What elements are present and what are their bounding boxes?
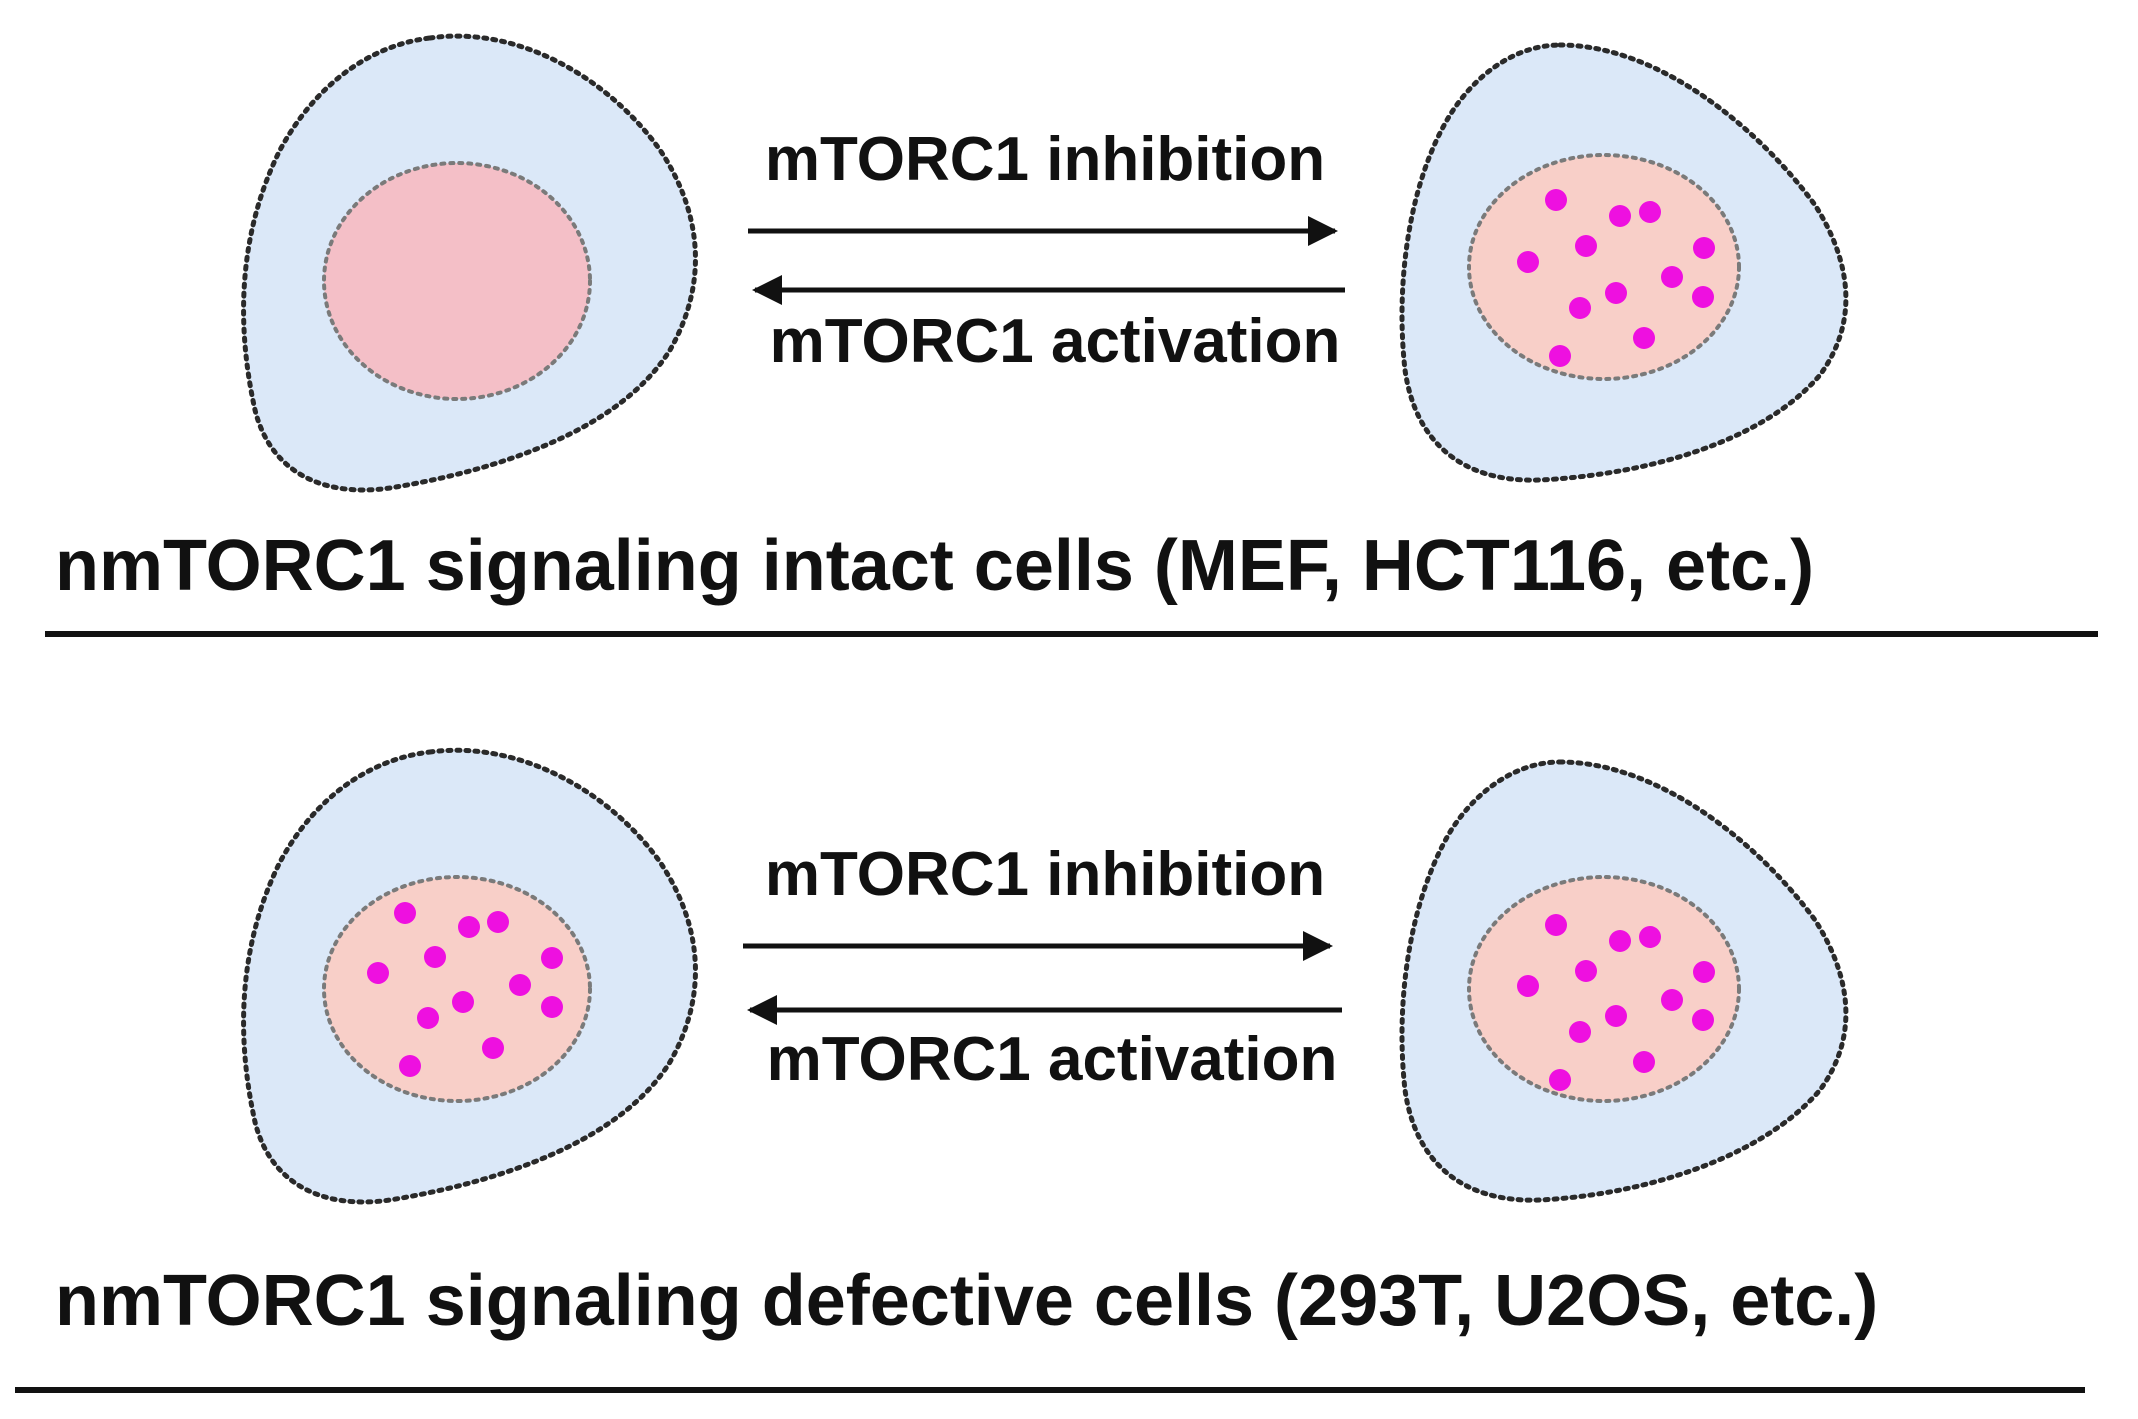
punctum <box>458 916 480 938</box>
punctum <box>452 991 474 1013</box>
punctum <box>487 911 509 933</box>
punctum <box>1605 282 1627 304</box>
punctum <box>1639 926 1661 948</box>
nuclear-puncta <box>1517 189 1715 367</box>
punctum <box>1633 1051 1655 1073</box>
punctum <box>541 947 563 969</box>
punctum <box>417 1007 439 1029</box>
punctum <box>541 996 563 1018</box>
panel-caption: nmTORC1 signaling defective cells (293T,… <box>55 1261 1878 1341</box>
reverse-arrow-label: mTORC1 activation <box>770 307 1341 376</box>
punctum <box>509 974 531 996</box>
cell-intact-left <box>241 33 698 493</box>
punctum <box>1545 914 1567 936</box>
nucleus <box>322 161 592 401</box>
nuclear-puncta <box>1517 914 1715 1091</box>
punctum <box>1609 930 1631 952</box>
punctum <box>1661 266 1683 288</box>
punctum <box>1575 960 1597 982</box>
punctum <box>424 946 446 968</box>
cell-defective-right <box>1399 759 1849 1203</box>
nucleus <box>322 875 592 1103</box>
punctum <box>1605 1005 1627 1027</box>
panel-intact: mTORC1 inhibition mTORC1 activation nmT <box>45 33 2098 637</box>
punctum <box>394 902 416 924</box>
punctum <box>1575 235 1597 257</box>
reverse-arrow-label: mTORC1 activation <box>767 1025 1338 1094</box>
punctum <box>1633 327 1655 349</box>
punctum <box>1692 1009 1714 1031</box>
punctum <box>367 962 389 984</box>
punctum <box>1569 297 1591 319</box>
forward-arrow-label: mTORC1 inhibition <box>765 125 1325 194</box>
punctum <box>1609 205 1631 227</box>
panel-caption: nmTORC1 signaling intact cells (MEF, HCT… <box>55 526 1814 606</box>
nucleus <box>1467 875 1741 1103</box>
panel-defective: mTORC1 inhibition mTORC1 activation nmT <box>15 747 2085 1393</box>
punctum <box>482 1037 504 1059</box>
punctum <box>1693 237 1715 259</box>
punctum <box>1661 989 1683 1011</box>
punctum <box>1692 286 1714 308</box>
punctum <box>1693 961 1715 983</box>
cell-defective-left <box>241 747 698 1205</box>
forward-arrow-label: mTORC1 inhibition <box>765 840 1325 909</box>
punctum <box>1569 1021 1591 1043</box>
punctum <box>1517 251 1539 273</box>
punctum <box>1549 1069 1571 1091</box>
cell-intact-right <box>1399 42 1849 483</box>
punctum <box>1545 189 1567 211</box>
punctum <box>1517 975 1539 997</box>
punctum <box>399 1055 421 1077</box>
nuclear-puncta <box>367 902 563 1077</box>
punctum <box>1549 345 1571 367</box>
punctum <box>1639 201 1661 223</box>
nucleus <box>1467 153 1741 381</box>
